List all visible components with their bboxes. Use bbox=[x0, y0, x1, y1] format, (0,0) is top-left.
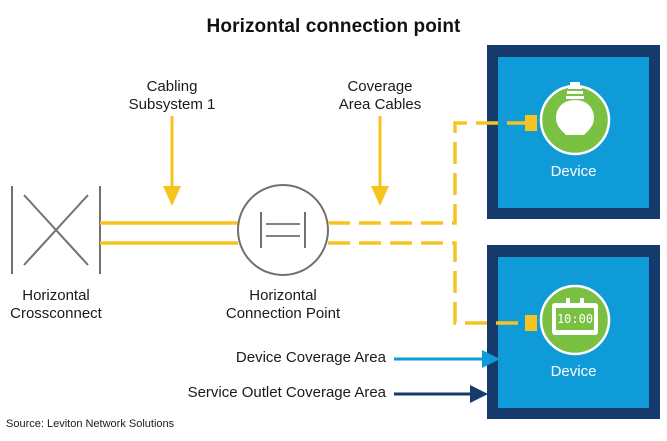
device-label-1: Device bbox=[550, 163, 597, 180]
coverage-area-cables-arrow bbox=[371, 116, 389, 206]
digital-clock-icon bbox=[539, 284, 611, 356]
cabling-subsystem-label: Cabling Subsystem 1 bbox=[128, 78, 216, 113]
outlet-connector-1 bbox=[525, 115, 537, 131]
coverage-area-cables-label: Coverage Area Cables bbox=[338, 78, 422, 113]
horizontal-connection-point-icon bbox=[237, 184, 329, 276]
horizontal-connection-point-label: Horizontal Connection Point bbox=[225, 287, 341, 322]
clock-display: 10:00 bbox=[556, 312, 594, 326]
cabling-subsystem-cables bbox=[100, 221, 238, 245]
horizontal-crossconnect-icon bbox=[11, 186, 101, 274]
diagram-title: Horizontal connection point bbox=[206, 16, 461, 37]
device-label-2: Device bbox=[550, 363, 597, 380]
cabling-subsystem-arrow bbox=[163, 116, 181, 206]
device-coverage-area-legend: Device Coverage Area bbox=[235, 349, 386, 366]
coverage-area-cables bbox=[328, 121, 525, 325]
service-outlet-coverage-area-legend: Service Outlet Coverage Area bbox=[187, 384, 386, 401]
horizontal-crossconnect-label: Horizontal Crossconnect bbox=[10, 287, 102, 322]
light-bulb-icon bbox=[539, 82, 611, 156]
outlet-connector-2 bbox=[525, 315, 537, 331]
service-outlet-coverage-area-arrow bbox=[394, 385, 488, 403]
device-coverage-area-arrow bbox=[394, 350, 500, 368]
source-note: Source: Leviton Network Solutions bbox=[6, 418, 175, 430]
